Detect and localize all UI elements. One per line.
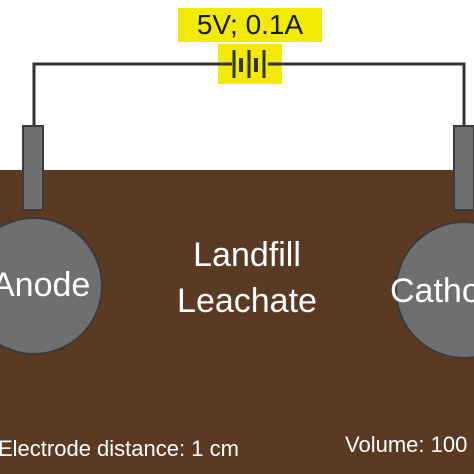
anode-electrode <box>0 217 103 355</box>
battery-icon <box>232 50 266 78</box>
electrode-distance-label: Electrode distance: 1 cm <box>0 436 239 461</box>
tank-label-line2: Leachate <box>177 282 317 320</box>
anode-label: Anode <box>0 266 91 304</box>
anode-rod <box>22 125 44 211</box>
power-supply-label: 5V; 0.1A <box>178 8 322 42</box>
cathode-electrode <box>395 221 474 359</box>
cathode-label: Cathode <box>390 272 474 310</box>
tank-label-line1: Landfill <box>193 236 301 274</box>
volume-label: Volume: 100 mL <box>345 432 474 457</box>
cathode-rod <box>453 125 474 211</box>
